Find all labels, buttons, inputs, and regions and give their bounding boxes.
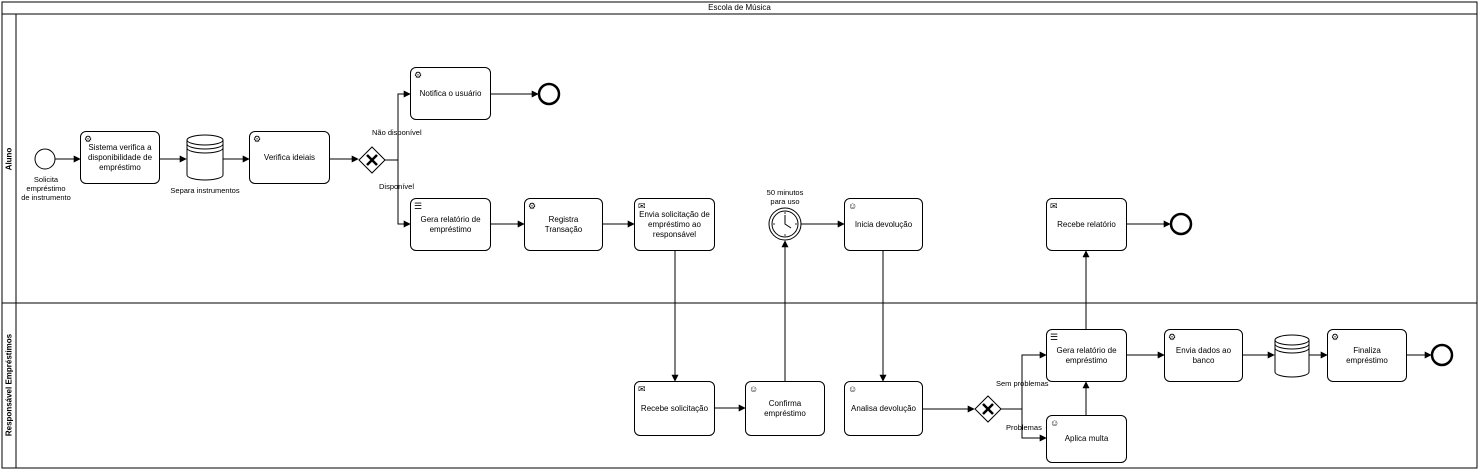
start-event-label: Solicita empréstimo de instrumento: [21, 175, 71, 202]
data-store-separa: [186, 134, 224, 181]
gateway-label-nao-disponivel: Não disponível: [372, 128, 422, 137]
task-label: Verifica ideiais: [263, 152, 316, 162]
task-label: Envia dados ao banco: [1175, 345, 1232, 365]
user-icon: ☺: [749, 384, 759, 394]
task-label: Gera relatório de empréstimo: [1056, 345, 1117, 365]
flow-gateway-notifica: [385, 90, 411, 161]
task-registra-transacao[interactable]: ⚙ Registra Transação: [524, 198, 603, 251]
end-event-finaliza: [1430, 343, 1454, 367]
data-store-label: Separa instrumentos: [170, 186, 240, 195]
task-label: Finaliza empréstimo: [1346, 345, 1388, 365]
task-gera-relatorio-1[interactable]: ☰ Gera relatório de empréstimo: [410, 198, 491, 251]
task-notifica-usuario[interactable]: ⚙ Notifica o usuário: [410, 67, 491, 120]
task-confirma-emprestimo[interactable]: ☺ Confirma empréstimo: [745, 381, 825, 436]
task-finaliza-emprestimo[interactable]: ⚙ Finaliza empréstimo: [1327, 329, 1407, 382]
gateway-label-sem-problemas: Sem problemas: [996, 379, 1049, 388]
task-label: Registra Transação: [544, 214, 583, 234]
flow-gateway-aplica: [1001, 408, 1047, 442]
gateway-label-disponivel: Disponível: [379, 182, 415, 191]
task-aplica-multa[interactable]: ☺ Aplica multa: [1046, 415, 1127, 463]
task-label: Aplica multa: [1064, 434, 1109, 443]
pool-title: Escola de Música: [708, 3, 771, 12]
task-label: Gera relatório de empréstimo: [420, 214, 481, 234]
task-analisa-devolucao[interactable]: ☺ Analisa devolução: [844, 381, 923, 436]
task-inicia-devolucao[interactable]: ☺ Inicia devolução: [844, 198, 923, 251]
timer-event: [768, 207, 802, 241]
script-icon: ☰: [414, 201, 423, 211]
flow-gateway-gera-rel: [385, 159, 411, 228]
envelope-icon: ✉: [638, 384, 646, 394]
task-envia-solicitacao[interactable]: ✉ Envia solicitação de empréstimo ao res…: [634, 198, 715, 251]
task-envia-dados-banco[interactable]: ⚙ Envia dados ao banco: [1164, 329, 1243, 382]
task-gera-relatorio-2[interactable]: ☰ Gera relatório de empréstimo: [1046, 329, 1127, 382]
task-label: Recebe solicitação: [640, 403, 709, 413]
lane-label-aluno: Aluno: [4, 147, 14, 171]
end-event-relatorio: [1169, 212, 1193, 236]
task-recebe-solicitacao[interactable]: ✉ Recebe solicitação: [634, 381, 715, 436]
user-icon: ☺: [1050, 418, 1060, 428]
task-label: Envia solicitação de empréstimo ao respo…: [639, 209, 710, 239]
task-label: Recebe relatório: [1057, 219, 1116, 229]
exclusive-gateway-problemas: [974, 395, 1002, 423]
task-recebe-relatorio[interactable]: ✉ Recebe relatório: [1046, 198, 1127, 251]
timer-event-label: 50 minutos para uso: [766, 188, 804, 206]
lane-label-responsavel: Responsável Empréstimos: [4, 333, 14, 437]
user-icon: ☺: [848, 384, 858, 394]
gear-icon: ⚙: [253, 134, 262, 144]
data-store-banco: [1274, 334, 1310, 378]
envelope-filled-icon: ✉: [638, 201, 646, 211]
user-icon: ☺: [848, 201, 858, 211]
task-label: Analisa devolução: [851, 403, 916, 413]
end-event-notifica: [537, 82, 561, 106]
task-verifica-ideais[interactable]: ⚙ Verifica ideiais: [249, 131, 330, 184]
envelope-icon: ✉: [1050, 201, 1058, 211]
task-verifica-disponibilidade[interactable]: ⚙ Sistema verifica a disponibilidade de …: [80, 131, 160, 184]
gear-icon: ⚙: [84, 134, 93, 144]
gear-icon: ⚙: [1331, 332, 1340, 342]
script-icon: ☰: [1050, 332, 1059, 342]
gear-icon: ⚙: [528, 201, 537, 211]
task-label: Notifica o usuário: [419, 88, 482, 98]
gateway-label-problemas: Problemas: [1006, 423, 1042, 432]
exclusive-gateway-disponibilidade: [358, 146, 386, 174]
gear-icon: ⚙: [414, 70, 423, 80]
gear-icon: ⚙: [1168, 332, 1177, 342]
task-label: Confirma empréstimo: [764, 398, 806, 418]
task-label: Sistema verifica a disponibilidade de em…: [87, 142, 153, 172]
start-event: [34, 148, 56, 170]
task-label: Inicia devolução: [854, 219, 913, 229]
